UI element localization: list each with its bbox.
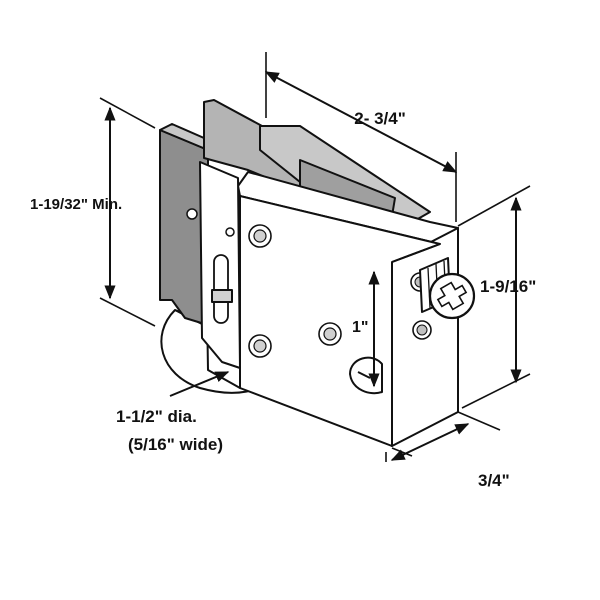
mounting-plate-hole xyxy=(225,227,235,237)
back-plate-hole xyxy=(186,208,198,220)
front-mounting-plate xyxy=(199,161,241,369)
depth-label: 3/4" xyxy=(478,471,510,490)
rivet-bottom xyxy=(248,334,272,358)
dimension-min-height xyxy=(99,97,156,327)
min-height-label: 1-19/32" Min. xyxy=(30,196,122,213)
dimension-depth xyxy=(385,411,501,462)
phillips-recess-icon xyxy=(436,281,468,311)
wheel-leader-line xyxy=(169,371,230,397)
offset-label: 1" xyxy=(352,319,368,336)
adjusting-screw xyxy=(419,257,476,320)
rivet-center xyxy=(318,322,342,346)
rivet-top xyxy=(248,224,272,248)
length-label: 2- 3/4" xyxy=(354,109,406,128)
dimension-length xyxy=(264,52,458,222)
height-label: 1-9/16" xyxy=(480,277,536,296)
wheel-diameter-label: 1-1/2" dia. xyxy=(116,407,197,426)
dimension-height xyxy=(457,185,531,409)
side-hole-lower xyxy=(412,320,432,340)
wheel-width-label: (5/16" wide) xyxy=(128,435,223,454)
